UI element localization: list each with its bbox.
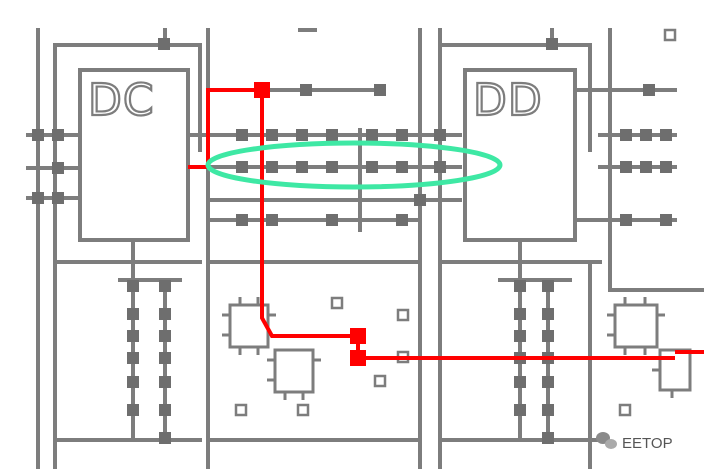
block-dc bbox=[78, 68, 190, 242]
block-dc-label: DC bbox=[88, 75, 155, 126]
block-dd-label: DD bbox=[473, 75, 543, 126]
red-vias bbox=[254, 82, 366, 366]
highlight-ellipse bbox=[205, 140, 503, 190]
watermark-text: EETOP bbox=[622, 435, 673, 452]
watermark: EETOP bbox=[596, 432, 673, 452]
wechat-icon bbox=[596, 432, 617, 449]
small-cells bbox=[222, 297, 692, 400]
pin-squares bbox=[32, 38, 672, 444]
gray-wiring bbox=[26, 28, 704, 469]
